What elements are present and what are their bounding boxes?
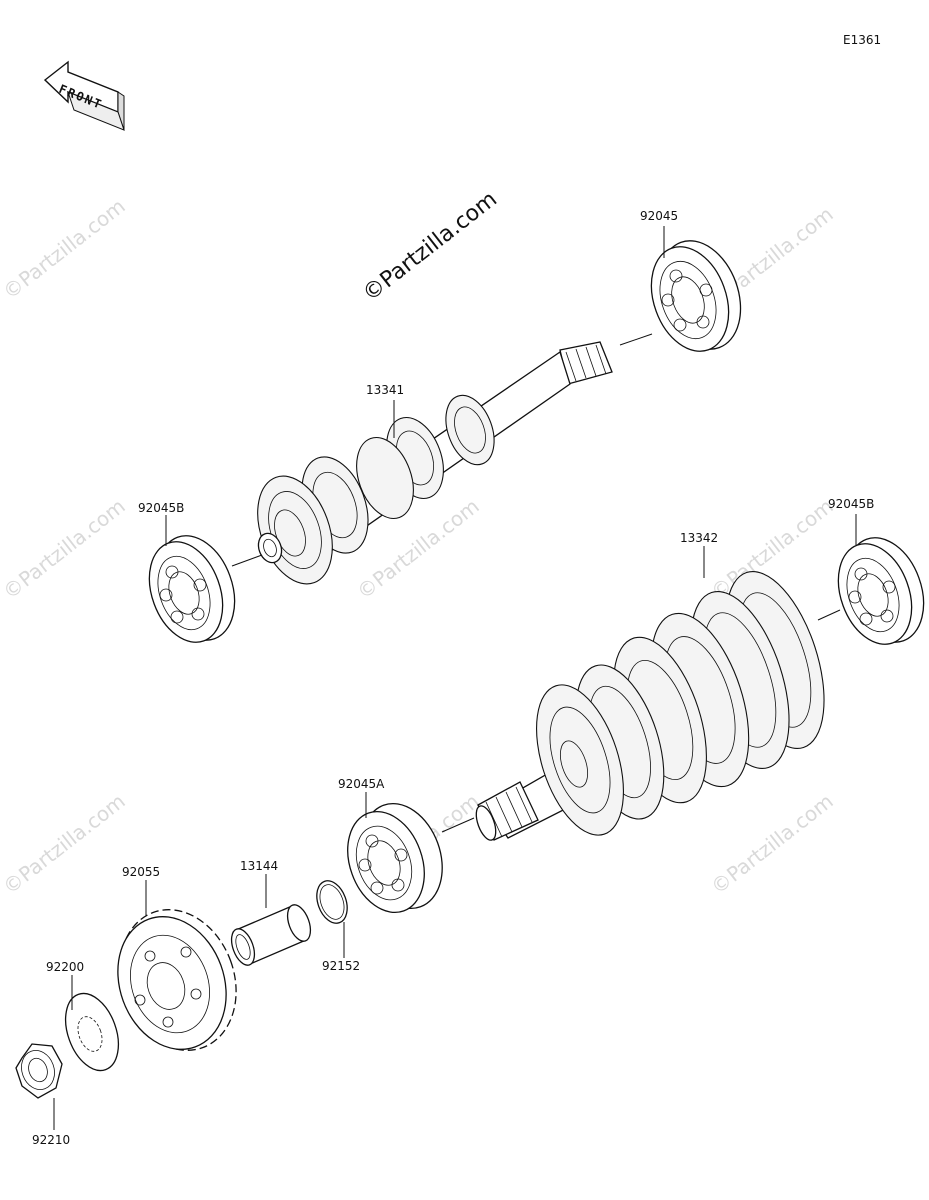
oring-92055 [316,880,348,924]
watermark: ©Partzilla.com [0,789,130,899]
washer-92200 [64,992,120,1072]
label-92045b-right: 92045B [828,497,874,511]
output-shaft-13342 [475,570,825,841]
label-92045a: 92045A [338,777,385,791]
watermark: ©Partzilla.com [0,494,130,604]
nut-92210 [15,1043,63,1099]
label-92045: 92045 [640,209,678,223]
label-13342: 13342 [680,531,718,545]
label-92055: 92152 [322,959,360,973]
label-13341: 13341 [366,383,404,397]
label-92152: 13144 [240,859,278,873]
input-shaft-13341 [257,341,613,585]
bearing-92045a [347,802,443,914]
sprocket-13144 [117,909,237,1051]
collar-92152 [230,904,312,966]
bearing-92045 [650,240,742,352]
label-92210: 92210 [32,1133,70,1147]
bearing-92045b-right [837,537,925,645]
watermark: ©Partzilla.com [706,789,837,899]
watermark: ©Partzilla.com [0,194,130,304]
diagram-code: E1361 [843,33,881,47]
bearing-92045b-left [148,535,236,643]
watermark-main: ©Partzilla.com [358,187,502,307]
front-arrow-icon: FRONT [43,60,125,131]
label-13144: 92055 [122,865,160,879]
label-92045b-left: 92045B [138,501,184,515]
label-92200: 92200 [46,960,84,974]
